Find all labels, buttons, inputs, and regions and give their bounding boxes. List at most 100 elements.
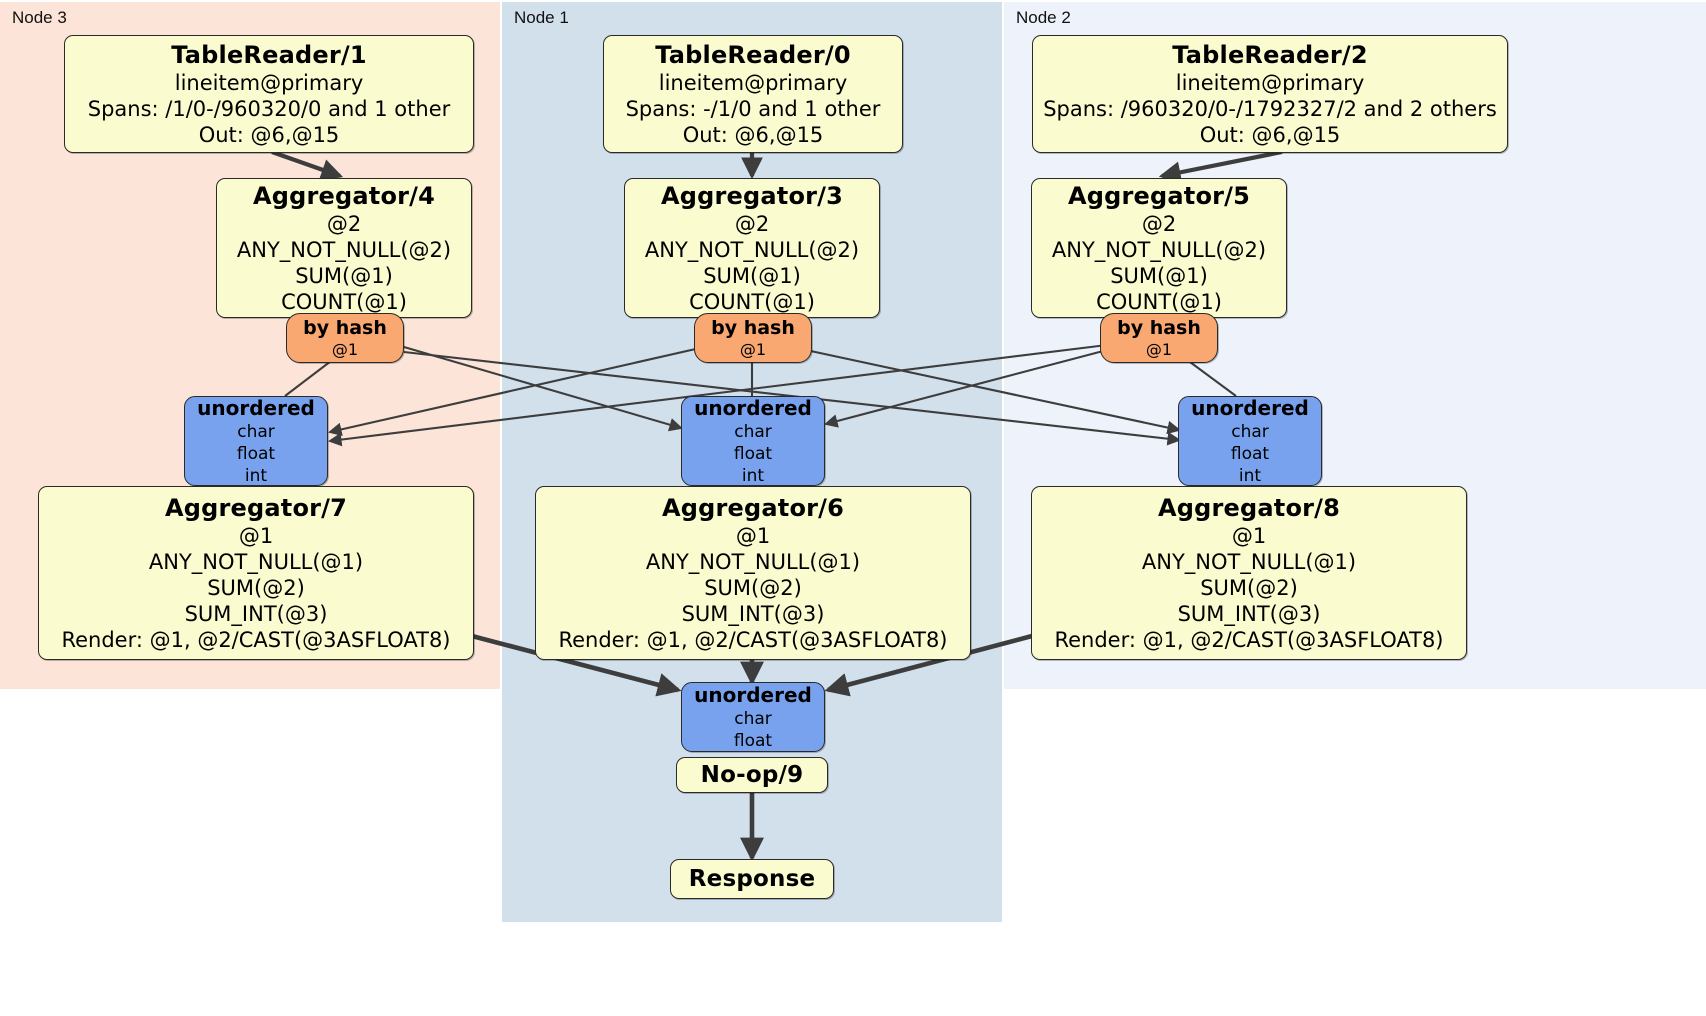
processor-line: COUNT(@1): [281, 290, 407, 314]
router-by-hash-node2[interactable]: by hash @1: [1100, 313, 1218, 363]
sync-title: unordered: [694, 395, 812, 420]
processor-line: Spans: -/1/0 and 1 other: [625, 97, 881, 121]
processor-title: TableReader/0: [655, 41, 851, 69]
processor-title: Aggregator/7: [164, 494, 348, 522]
router-title: by hash: [1117, 316, 1201, 339]
processor-line: @1: [238, 524, 274, 548]
sync-line: float: [733, 443, 773, 464]
sync-line: char: [237, 421, 275, 442]
processor-aggregator-6[interactable]: Aggregator/6 @1 ANY_NOT_NULL(@1) SUM(@2)…: [535, 486, 971, 660]
edge-tr1-agg4: [271, 150, 344, 181]
processor-title: Aggregator/3: [660, 182, 844, 210]
processor-line: SUM(@1): [703, 264, 801, 288]
router-by-hash-node1[interactable]: by hash @1: [694, 313, 812, 363]
processor-aggregator-4[interactable]: Aggregator/4 @2 ANY_NOT_NULL(@2) SUM(@1)…: [216, 178, 472, 318]
panel-node1-label: Node 1: [514, 8, 569, 27]
processor-line: COUNT(@1): [1096, 290, 1222, 314]
edge-hashR-unordL: [327, 343, 1108, 447]
processor-line: @1: [1231, 524, 1267, 548]
router-line: @1: [739, 339, 767, 359]
processor-line: lineitem@primary: [1175, 71, 1365, 95]
sync-line: float: [1230, 443, 1270, 464]
processor-line: Out: @6,@15: [1199, 123, 1341, 147]
edge-hashR-unordC: [824, 348, 1108, 428]
sync-line: float: [733, 730, 773, 751]
edge-hashC-unordR: [805, 348, 1182, 435]
processor-line: lineitem@primary: [658, 71, 848, 95]
processor-title: Aggregator/5: [1067, 182, 1251, 210]
sync-line: char: [734, 708, 772, 729]
processor-tablereader-1[interactable]: TableReader/1 lineitem@primary Spans: /1…: [64, 35, 474, 153]
sync-unordered-node2[interactable]: unordered char float int: [1178, 396, 1322, 486]
processor-line: COUNT(@1): [689, 290, 815, 314]
processor-title: No-op/9: [700, 762, 804, 788]
processor-aggregator-7[interactable]: Aggregator/7 @1 ANY_NOT_NULL(@1) SUM(@2)…: [38, 486, 474, 660]
edge-agg7-final: [471, 633, 682, 697]
processor-line: @2: [1141, 212, 1177, 236]
processor-response[interactable]: Response: [670, 859, 834, 899]
edge-hashC-unordL: [328, 346, 701, 437]
sync-unordered-node1[interactable]: unordered char float int: [681, 396, 825, 486]
processor-title: Aggregator/8: [1157, 494, 1341, 522]
processor-aggregator-8[interactable]: Aggregator/8 @1 ANY_NOT_NULL(@1) SUM(@2)…: [1031, 486, 1467, 660]
edge-agg8-final: [824, 633, 1033, 697]
processor-title: TableReader/2: [1172, 41, 1368, 69]
edge-hashL-unordC: [403, 345, 683, 432]
sync-title: unordered: [197, 395, 315, 420]
processor-line: @2: [326, 212, 362, 236]
processor-title: Aggregator/4: [252, 182, 436, 210]
processor-line: Spans: /960320/0-/1792327/2 and 2 others: [1043, 97, 1497, 121]
edge-hashL-unordL: [284, 360, 332, 397]
processor-line: Out: @6,@15: [682, 123, 824, 147]
processor-line: SUM(@1): [295, 264, 393, 288]
processor-line: Render: @1, @2/CAST(@3ASFLOAT8): [1054, 628, 1444, 652]
processor-line: SUM(@2): [1200, 576, 1298, 600]
sync-title: unordered: [694, 682, 812, 707]
processor-line: SUM(@2): [704, 576, 802, 600]
processor-line: ANY_NOT_NULL(@2): [644, 238, 860, 262]
panel-node2-label: Node 2: [1016, 8, 1071, 27]
processor-line: SUM_INT(@3): [184, 602, 328, 626]
processor-line: ANY_NOT_NULL(@1): [645, 550, 861, 574]
sync-line: int: [244, 465, 268, 486]
processor-title: TableReader/1: [171, 41, 367, 69]
processor-line: ANY_NOT_NULL(@1): [148, 550, 364, 574]
processor-line: ANY_NOT_NULL(@2): [1051, 238, 1267, 262]
processor-line: @2: [734, 212, 770, 236]
processor-line: lineitem@primary: [174, 71, 364, 95]
processor-line: Out: @6,@15: [198, 123, 340, 147]
processor-title: Response: [688, 866, 816, 892]
processor-tablereader-0[interactable]: TableReader/0 lineitem@primary Spans: -/…: [603, 35, 903, 153]
edge-hashR-unordR: [1189, 361, 1237, 397]
router-by-hash-node3[interactable]: by hash @1: [286, 313, 404, 363]
processor-tablereader-2[interactable]: TableReader/2 lineitem@primary Spans: /9…: [1032, 35, 1508, 153]
processor-line: SUM_INT(@3): [681, 602, 825, 626]
processor-line: SUM(@2): [207, 576, 305, 600]
router-title: by hash: [303, 316, 387, 339]
processor-line: SUM_INT(@3): [1177, 602, 1321, 626]
processor-aggregator-3[interactable]: Aggregator/3 @2 ANY_NOT_NULL(@2) SUM(@1)…: [624, 178, 880, 318]
sync-unordered-final[interactable]: unordered char float: [681, 682, 825, 752]
processor-line: Render: @1, @2/CAST(@3ASFLOAT8): [558, 628, 948, 652]
processor-aggregator-5[interactable]: Aggregator/5 @2 ANY_NOT_NULL(@2) SUM(@1)…: [1031, 178, 1287, 318]
processor-line: ANY_NOT_NULL(@2): [236, 238, 452, 262]
processor-line: ANY_NOT_NULL(@1): [1141, 550, 1357, 574]
processor-title: Aggregator/6: [661, 494, 845, 522]
sync-line: int: [741, 465, 765, 486]
sync-line: char: [734, 421, 772, 442]
processor-line: Spans: /1/0-/960320/0 and 1 other: [87, 97, 451, 121]
sync-unordered-node3[interactable]: unordered char float int: [184, 396, 328, 486]
sync-title: unordered: [1191, 395, 1309, 420]
processor-line: Render: @1, @2/CAST(@3ASFLOAT8): [61, 628, 451, 652]
panel-node3-label: Node 3: [12, 8, 67, 27]
processor-line: SUM(@1): [1110, 264, 1208, 288]
sync-line: char: [1231, 421, 1269, 442]
router-line: @1: [331, 339, 359, 359]
sync-line: float: [236, 443, 276, 464]
router-line: @1: [1145, 339, 1173, 359]
processor-line: @1: [735, 524, 771, 548]
router-title: by hash: [711, 316, 795, 339]
processor-no-op-9[interactable]: No-op/9: [676, 757, 828, 793]
